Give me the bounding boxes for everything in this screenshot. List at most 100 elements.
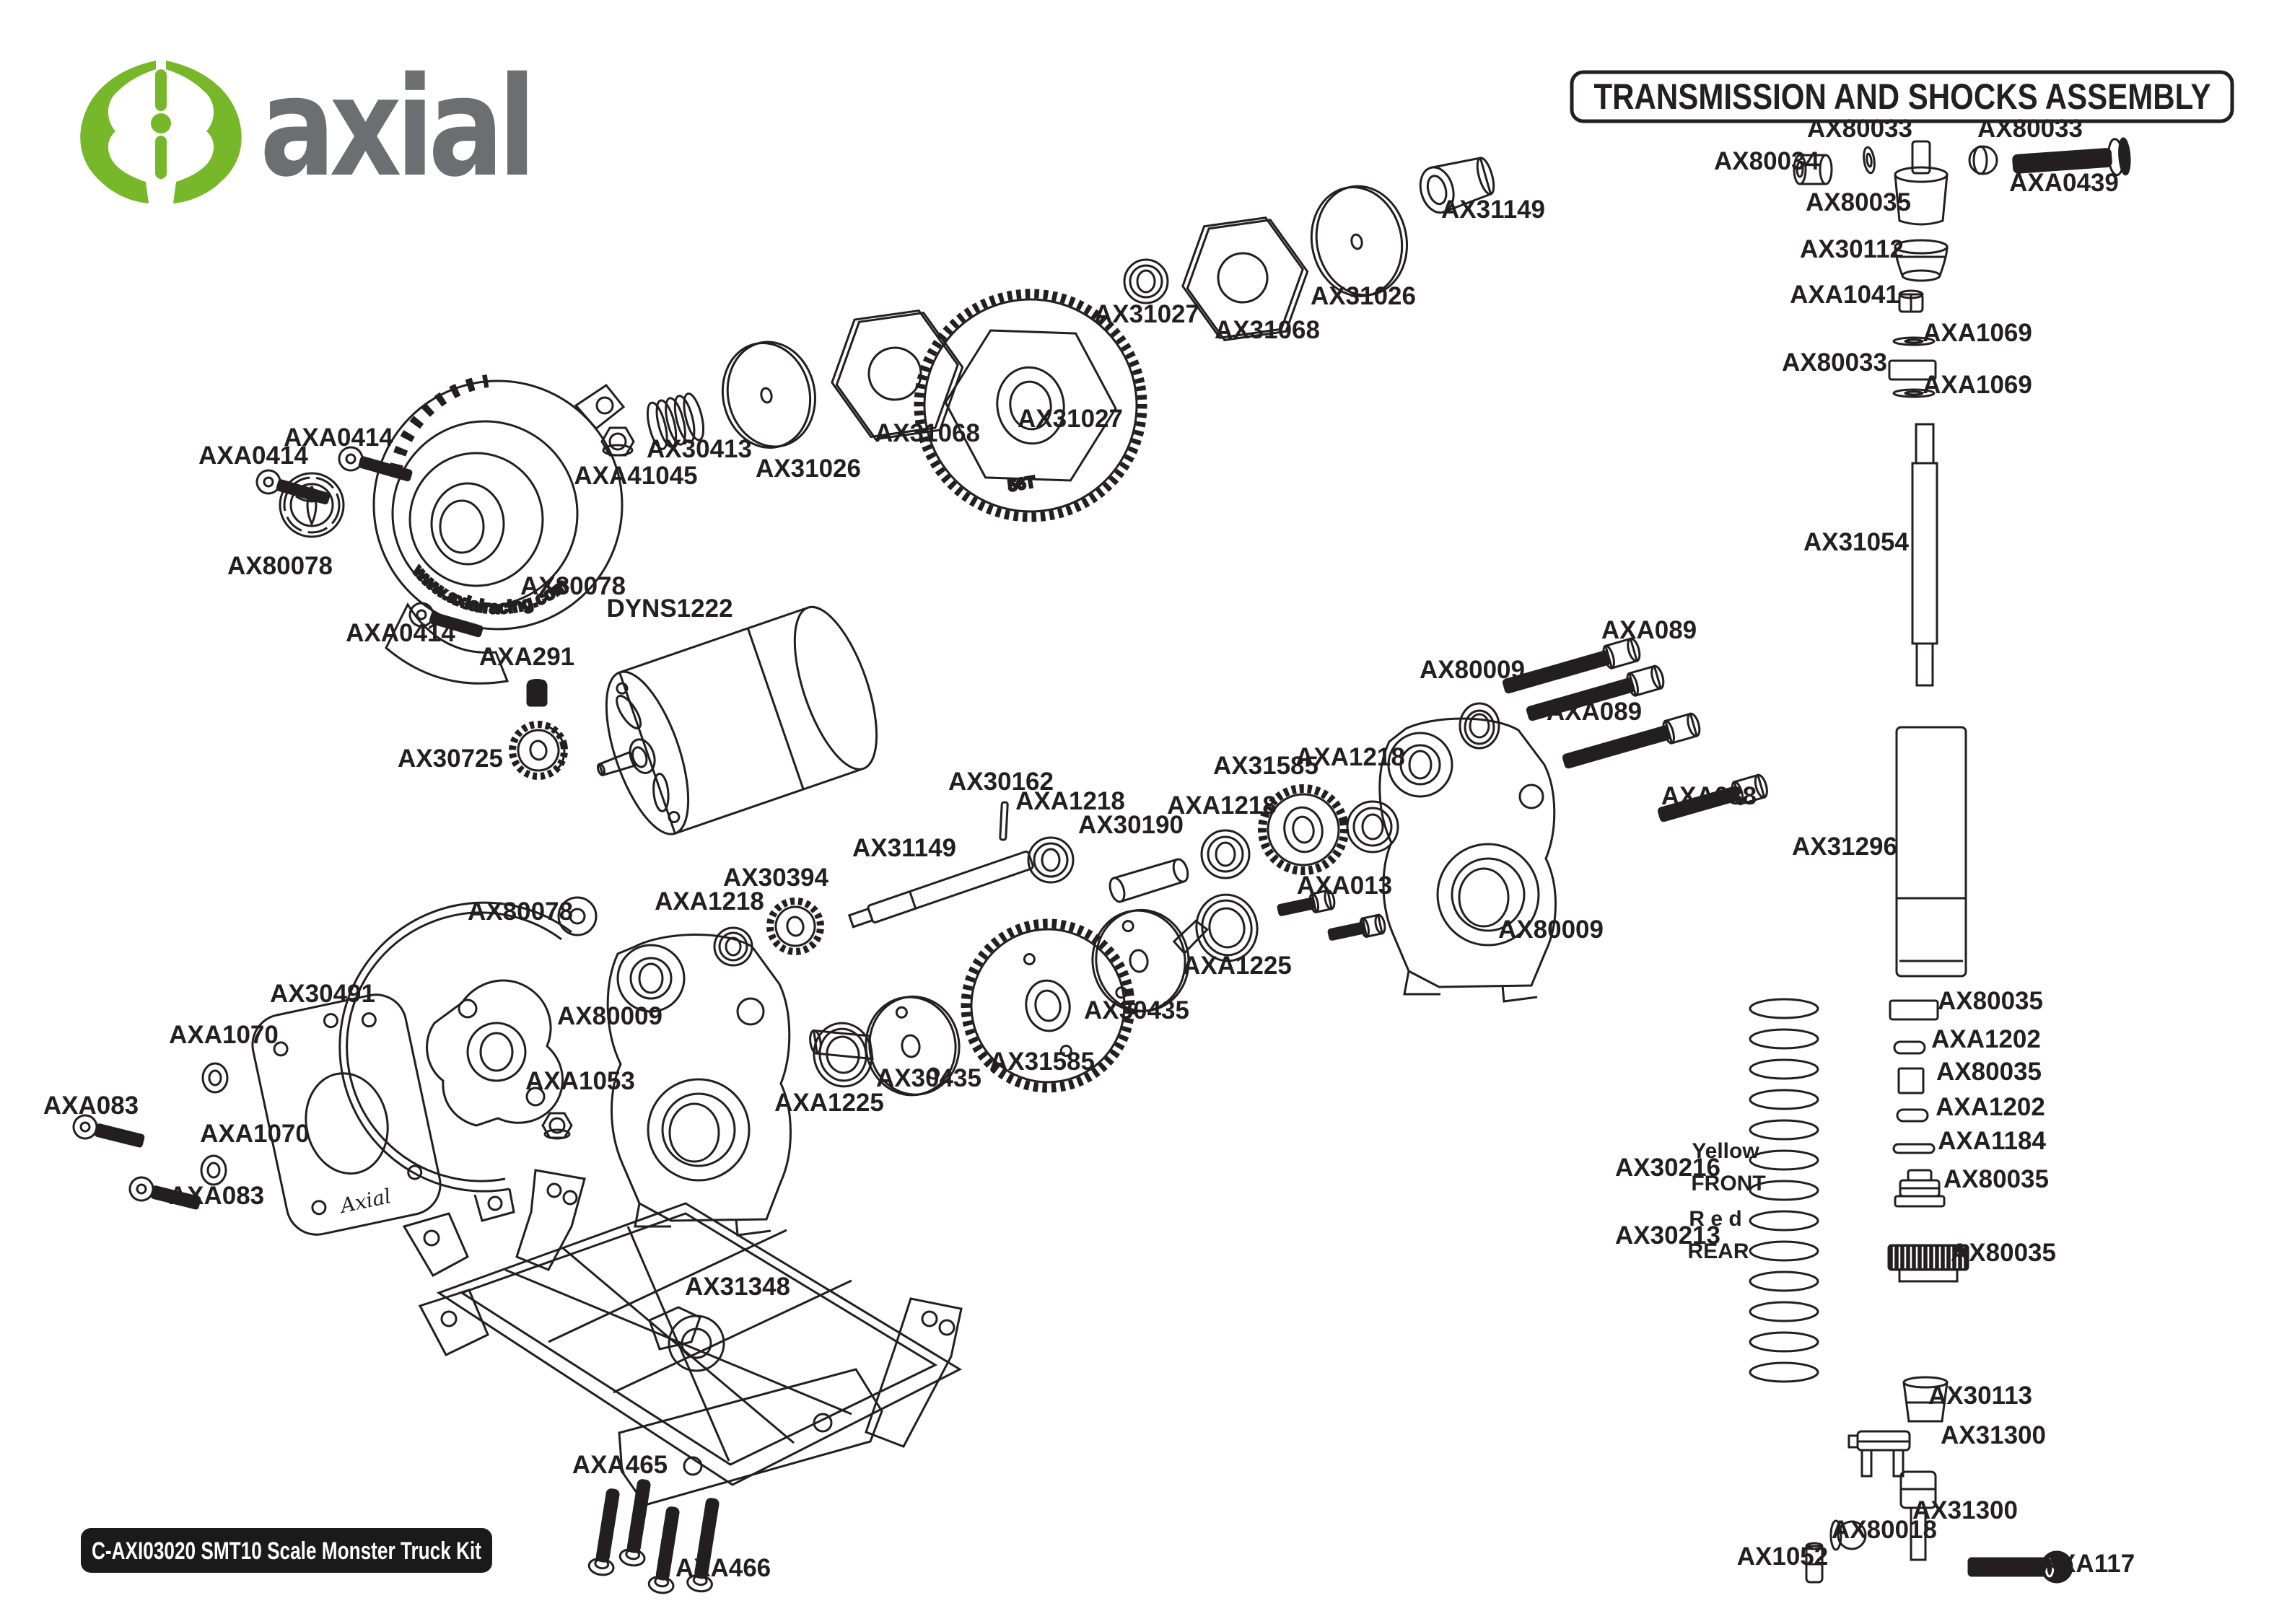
part-label-dyns1222: DYNS1222	[606, 594, 733, 623]
axial-emblem-icon	[80, 61, 242, 203]
motor-drawing	[596, 605, 878, 835]
screw-axa083-drawing	[128, 1176, 201, 1210]
slipper-pad-right-drawing	[1181, 216, 1309, 341]
part-label-ax31585: AX31585	[989, 1048, 1095, 1076]
part-labels-layer: AXA0414AXA0414AX80078AXA0414AX80078AXA41…	[43, 115, 2135, 1582]
page-title: TRANSMISSION AND SHOCKS ASSEMBLY	[1594, 76, 2211, 117]
part-label-ax80009: AX80009	[1498, 916, 1604, 944]
part-label-axa1070: AXA1070	[200, 1120, 310, 1148]
part-label-ax30394: AX30394	[723, 864, 828, 892]
shock-top-hardware-drawing	[1793, 137, 2131, 978]
part-label-front: FRONT	[1691, 1172, 1765, 1195]
part-label-ax31068: AX31068	[875, 419, 980, 447]
shock-shaft-drawing	[1911, 423, 1938, 687]
bearing-axa1218-drawing	[1200, 829, 1251, 879]
part-label-ax31585: AX31585	[1213, 752, 1319, 780]
gear-marking-text: 56T	[1007, 473, 1037, 495]
part-label-ax30112: AX30112	[1800, 235, 1904, 263]
washer-axa1070-drawing	[200, 1154, 227, 1186]
screw-axa0414-drawing	[338, 446, 413, 482]
screw-axa465-drawing	[647, 1506, 680, 1594]
part-label-axa1069: AXA1069	[1923, 319, 2032, 347]
part-label-ax31300: AX31300	[1912, 1496, 2018, 1524]
part-label-rear: REAR	[1687, 1239, 1749, 1263]
nut-axa1053-drawing	[541, 1112, 573, 1140]
top-shaft-drawing	[847, 850, 1034, 929]
part-label-axa0414: AXA0414	[346, 619, 455, 647]
part-label-yellow: Yellow	[1692, 1139, 1759, 1163]
shock-spring-drawing	[1749, 998, 1819, 1383]
part-label-ax30435: AX30435	[1084, 996, 1189, 1024]
screw-axa089-drawing	[1526, 664, 1665, 721]
part-label-axa088: AXA088	[1661, 782, 1757, 810]
part-label-ax80034: AX80034	[1714, 147, 1819, 175]
part-label-ax31296: AX31296	[1792, 833, 1897, 861]
part-label-ax80018: AX80018	[1832, 1516, 1937, 1544]
part-label-axa41045: AXA41045	[574, 462, 697, 490]
part-label-axa1218: AXA1218	[655, 887, 764, 916]
part-label-ax30435: AX30435	[876, 1064, 981, 1092]
part-label-axa1202: AXA1202	[1931, 1025, 2041, 1053]
screw-axa083-drawing	[72, 1114, 145, 1148]
part-label-axa0414: AXA0414	[198, 442, 308, 470]
kit-label-box: C-AXI03020 SMT10 Scale Monster Truck Kit	[81, 1528, 492, 1573]
idler-gear-drawing	[1258, 784, 1349, 875]
gear-ax30394-drawing	[766, 897, 824, 955]
screw-axa013-drawing	[1277, 889, 1336, 916]
part-label-ax31054: AX31054	[1803, 528, 1909, 556]
bearing-axa1225-drawing	[1195, 893, 1259, 962]
slipper-spring-drawing	[646, 392, 705, 450]
part-label-red: R e d	[1689, 1207, 1741, 1231]
screw-axa013-drawing	[1327, 913, 1386, 941]
bearing-axa1218-drawing	[713, 926, 753, 967]
slipper-plate-right-drawing	[1310, 185, 1409, 297]
diff-cover-drawing	[1091, 908, 1210, 1013]
part-label-axa117: AXA117	[2041, 1550, 2135, 1578]
part-label-axa466: AXA466	[675, 1554, 771, 1582]
pinion-gear-drawing	[509, 721, 568, 780]
tophat-washer-drawing	[1459, 702, 1500, 750]
part-label-axa1218: AXA1218	[1015, 787, 1125, 815]
part-label-ax80035: AX80035	[1806, 188, 1911, 216]
part-label-ax80009: AX80009	[557, 1002, 662, 1030]
washer-axa1070-drawing	[201, 1062, 229, 1094]
gasket-drawing	[338, 896, 598, 1222]
screw-axa465-drawing	[618, 1479, 651, 1567]
screw-axa089-drawing	[1562, 712, 1701, 769]
part-label-ax31348: AX31348	[685, 1273, 790, 1301]
trans-case-right-drawing	[1378, 717, 1557, 1003]
screw-axa465-drawing	[587, 1488, 620, 1576]
part-label-axa1218: AXA1218	[1295, 743, 1405, 771]
slipper-plate-left-drawing	[721, 341, 816, 449]
shock-body-drawing	[1895, 726, 1967, 978]
part-label-ax30162: AX30162	[948, 768, 1054, 796]
shock-internals-drawing	[1887, 999, 1969, 1283]
part-label-ax80035: AX80035	[1951, 1239, 2056, 1267]
part-label-axa013: AXA013	[1297, 872, 1392, 900]
part-label-ax80033: AX80033	[1782, 348, 1887, 377]
axial-logo: axial	[80, 48, 538, 207]
part-label-ax30113: AX30113	[1928, 1382, 2032, 1410]
part-label-ax80035: AX80035	[1943, 1165, 2049, 1193]
screw-axa088-drawing	[1657, 773, 1768, 822]
part-label-ax80078: AX80078	[468, 897, 573, 926]
bearing-axa1225-drawing	[813, 1022, 873, 1088]
part-label-ax80035: AX80035	[1938, 987, 2043, 1015]
part-label-axa1202: AXA1202	[1936, 1093, 2045, 1121]
part-label-ax31027: AX31027	[1094, 300, 1199, 328]
kit-label: C-AXI03020 SMT10 Scale Monster Truck Kit	[92, 1537, 481, 1565]
part-label-axa083: AXA083	[43, 1092, 139, 1120]
part-label-ax80078: AX80078	[520, 572, 626, 600]
part-label-axa0414: AXA0414	[284, 423, 393, 452]
part-label-axa1070: AXA1070	[169, 1021, 279, 1049]
part-label-ax31027: AX31027	[1018, 405, 1123, 433]
set-screw-drawing	[526, 679, 548, 707]
screw-axa466-drawing	[686, 1498, 720, 1593]
slipper-pad-left-drawing	[831, 309, 964, 441]
part-label-ax31068: AX31068	[1215, 316, 1320, 344]
part-label-ax31026: AX31026	[1311, 282, 1416, 310]
part-label-axa1225: AXA1225	[1182, 952, 1292, 980]
slipper-bearing-drawing	[1123, 258, 1169, 304]
part-label-ax30413: AX30413	[647, 435, 752, 463]
